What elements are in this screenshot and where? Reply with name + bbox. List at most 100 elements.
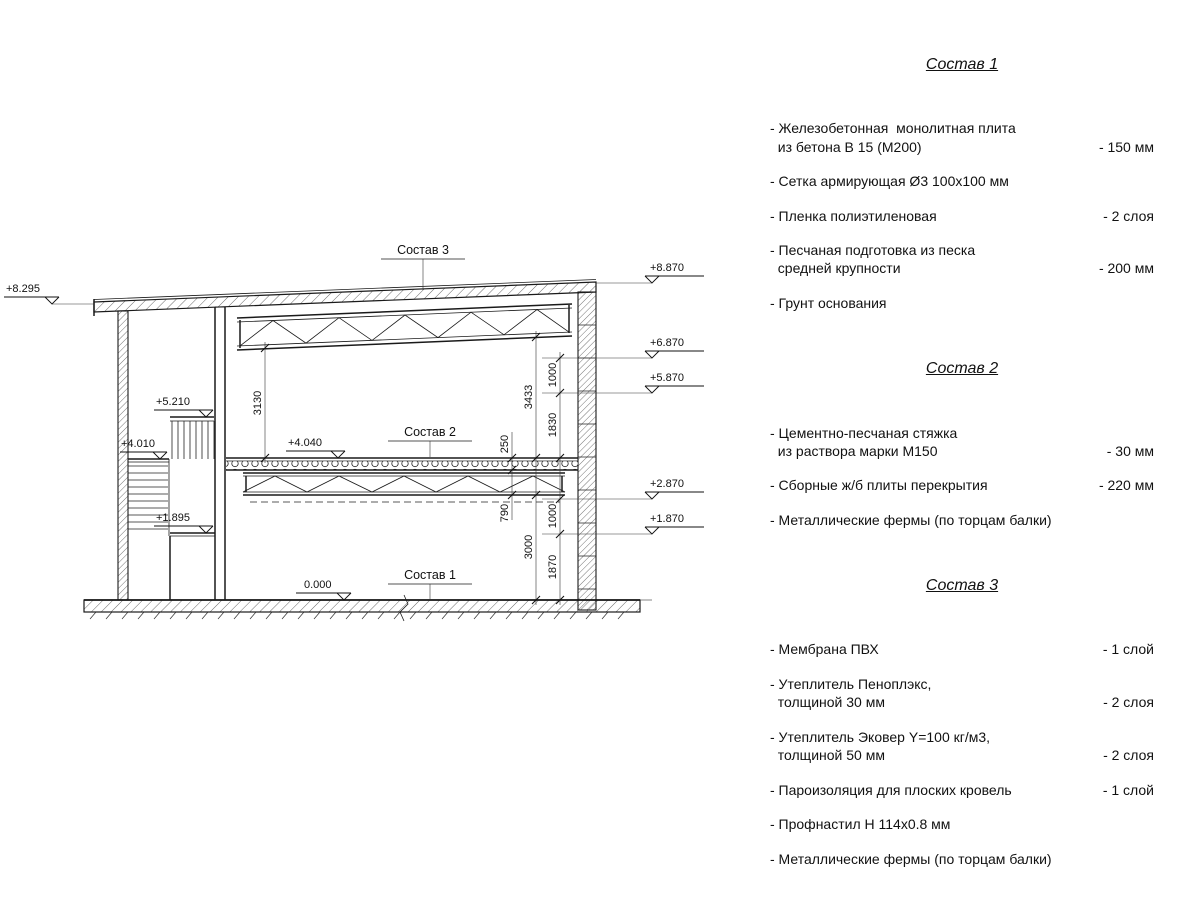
dimension-ticks <box>260 332 565 605</box>
spec-item: - Металлические фермы (по торцам балки) <box>770 511 1154 529</box>
elevation-mark-right-mid: +5.870 <box>644 372 704 394</box>
roof-truss <box>236 303 573 351</box>
specs-column: Состав 1 - Железобетонная монолитная пли… <box>770 54 1154 900</box>
spec-item-value: - 1 слой <box>1102 781 1154 798</box>
spec-item-text: - Мембрана ПВХ <box>770 641 879 658</box>
spec-item: - Пленка полиэтиленовая - 2 слоя <box>770 207 1154 225</box>
truss-web <box>239 309 570 347</box>
elevation-label: +6.870 <box>650 337 684 349</box>
dimension-label: 3000 <box>523 535 535 559</box>
spec-item: - Песчаная подготовка из песка средней к… <box>770 241 1154 278</box>
elevation-mark-floor-slab: +4.040 <box>286 437 346 459</box>
elevation-label: +5.870 <box>650 372 684 384</box>
dimension-label: 3130 <box>252 391 264 415</box>
dimension-chains: 3130 3433 250 790 3000 1000 1830 1000 18… <box>252 331 565 605</box>
elevation-mark-left-roof: +8.295 <box>4 283 60 305</box>
elevation-label: +5.210 <box>156 396 190 408</box>
spec-item-value: - 150 мм <box>1098 138 1154 155</box>
spec-item-text: - Песчаная подготовка из песка средней к… <box>770 241 976 277</box>
spec-item-text: - Железобетонная монолитная плита из бет… <box>770 120 1016 155</box>
ground-slab <box>83 594 641 622</box>
spec-item-value: - 2 слоя <box>1103 207 1154 224</box>
spec-item: - Железобетонная монолитная плита из бет… <box>770 119 1154 156</box>
elevation-mark-right-truss2: +1.870 <box>644 513 704 535</box>
elevation-label: 0.000 <box>304 579 332 591</box>
dimension-label: 1000 <box>547 504 559 528</box>
elevation-mark-right-top: +8.870 <box>644 262 704 284</box>
elevation-label: +8.295 <box>6 283 40 295</box>
spec-item-value: - 30 мм <box>1106 442 1154 459</box>
floor-truss <box>242 472 566 503</box>
spec-item: - Металлические фермы (по торцам балки) <box>770 850 1154 868</box>
spec-item: - Мембрана ПВХ - 1 слой <box>770 640 1154 658</box>
left-wall <box>117 310 129 601</box>
spec-item: - Сетка армирующая Ø3 100x100 мм <box>770 172 1154 190</box>
ground-hatch-ticks <box>89 611 625 620</box>
spec-item: - Грунт основания <box>770 294 1154 312</box>
spec-item: - Пароизоляция для плоских кровель - 1 с… <box>770 781 1154 799</box>
floor-slab <box>226 457 578 471</box>
elevation-mark-stair-rail: +5.210 <box>154 396 214 418</box>
elevation-mark-ground-floor: 0.000 <box>296 579 352 601</box>
spec-item: - Сборные ж/б плиты перекрытия - 220 мм <box>770 476 1154 494</box>
dimension-label: 1870 <box>547 555 559 579</box>
elevation-mark-right-ceiling: +2.870 <box>644 478 704 500</box>
spec-item-text: - Цементно-песчаная стяжка из раствора м… <box>770 424 958 459</box>
dimension-label: 3433 <box>523 385 535 409</box>
spec-item: - Цементно-песчаная стяжка из раствора м… <box>770 424 1154 461</box>
elevation-label: +4.010 <box>121 438 155 450</box>
spec-item-text: - Грунт основания <box>770 294 887 311</box>
spec-item-text: - Сетка армирующая Ø3 100x100 мм <box>770 173 1009 190</box>
truss-web <box>242 475 566 493</box>
spec-item: - Профнастил Н 114x0.8 мм <box>770 815 1154 833</box>
elevation-mark-upper-landing: +4.010 <box>120 438 168 460</box>
elevation-label: +2.870 <box>650 478 684 490</box>
callout-label: Состав 2 <box>404 425 456 439</box>
spec-item-text: - Пленка полиэтиленовая <box>770 207 937 224</box>
spec-section-sostav-1: Состав 1 - Железобетонная монолитная пли… <box>770 54 1154 312</box>
dimension-label: 790 <box>499 504 511 522</box>
spec-item-text: - Профнастил Н 114x0.8 мм <box>770 816 951 833</box>
elevation-label: +8.870 <box>650 262 684 274</box>
spec-section-sostav-2: Состав 2 - Цементно-песчаная стяжка из р… <box>770 358 1154 529</box>
dimension-label: 1000 <box>547 363 559 387</box>
spec-item-text: - Утеплитель Эковер Y=100 кг/м3, толщино… <box>770 728 991 764</box>
spec-item-value: - 200 мм <box>1098 260 1154 277</box>
dimension-label: 1830 <box>547 413 559 437</box>
spec-item-value: - 220 мм <box>1098 477 1154 494</box>
spec-item-text: - Пароизоляция для плоских кровель <box>770 781 1012 798</box>
spec-item: - Утеплитель Эковер Y=100 кг/м3, толщино… <box>770 728 1154 765</box>
stair-railing <box>170 416 215 459</box>
callout-sostav-1: Состав 1 <box>388 568 472 599</box>
elevation-label: +4.040 <box>288 437 322 449</box>
spec-title: Состав 2 <box>925 360 999 378</box>
spec-item-value: - 2 слоя <box>1103 747 1154 764</box>
elevation-mark-right-truss: +6.870 <box>644 337 704 359</box>
callout-label: Состав 1 <box>404 568 456 582</box>
spec-item-text: - Металлические фермы (по торцам балки) <box>770 850 1052 867</box>
right-wall <box>577 291 597 611</box>
hollow-core-voids <box>226 461 578 470</box>
spec-section-sostav-3: Состав 3 - Мембрана ПВХ - 1 слой - Утепл… <box>770 575 1154 868</box>
spec-item-value: - 2 слоя <box>1103 694 1154 711</box>
building-section-drawing: 3130 3433 250 790 3000 1000 1830 1000 18… <box>4 243 704 622</box>
spec-item-text: - Сборные ж/б плиты перекрытия <box>770 477 988 494</box>
spec-item-text: - Металлические фермы (по торцам балки) <box>770 511 1052 528</box>
callout-sostav-2: Состав 2 <box>388 425 472 457</box>
elevation-label: +1.870 <box>650 513 684 525</box>
spec-title: Состав 1 <box>925 56 999 73</box>
staircase <box>128 416 215 600</box>
railing-balusters <box>171 421 215 459</box>
break-mark <box>399 594 409 622</box>
interior-column <box>214 306 226 600</box>
spec-item: - Утеплитель Пеноплэкс, толщиной 30 мм -… <box>770 675 1154 712</box>
callout-sostav-3: Состав 3 <box>381 243 465 290</box>
dimension-label: 250 <box>499 435 511 453</box>
spec-item-text: - Утеплитель Пеноплэкс, толщиной 30 мм <box>770 675 932 711</box>
spec-item-value: - 1 слой <box>1102 641 1154 658</box>
stair-steps <box>128 465 168 530</box>
spec-title: Состав 3 <box>925 577 999 595</box>
elevation-mark-lower-landing: +1.895 <box>154 512 214 534</box>
elevation-label: +1.895 <box>156 512 190 524</box>
